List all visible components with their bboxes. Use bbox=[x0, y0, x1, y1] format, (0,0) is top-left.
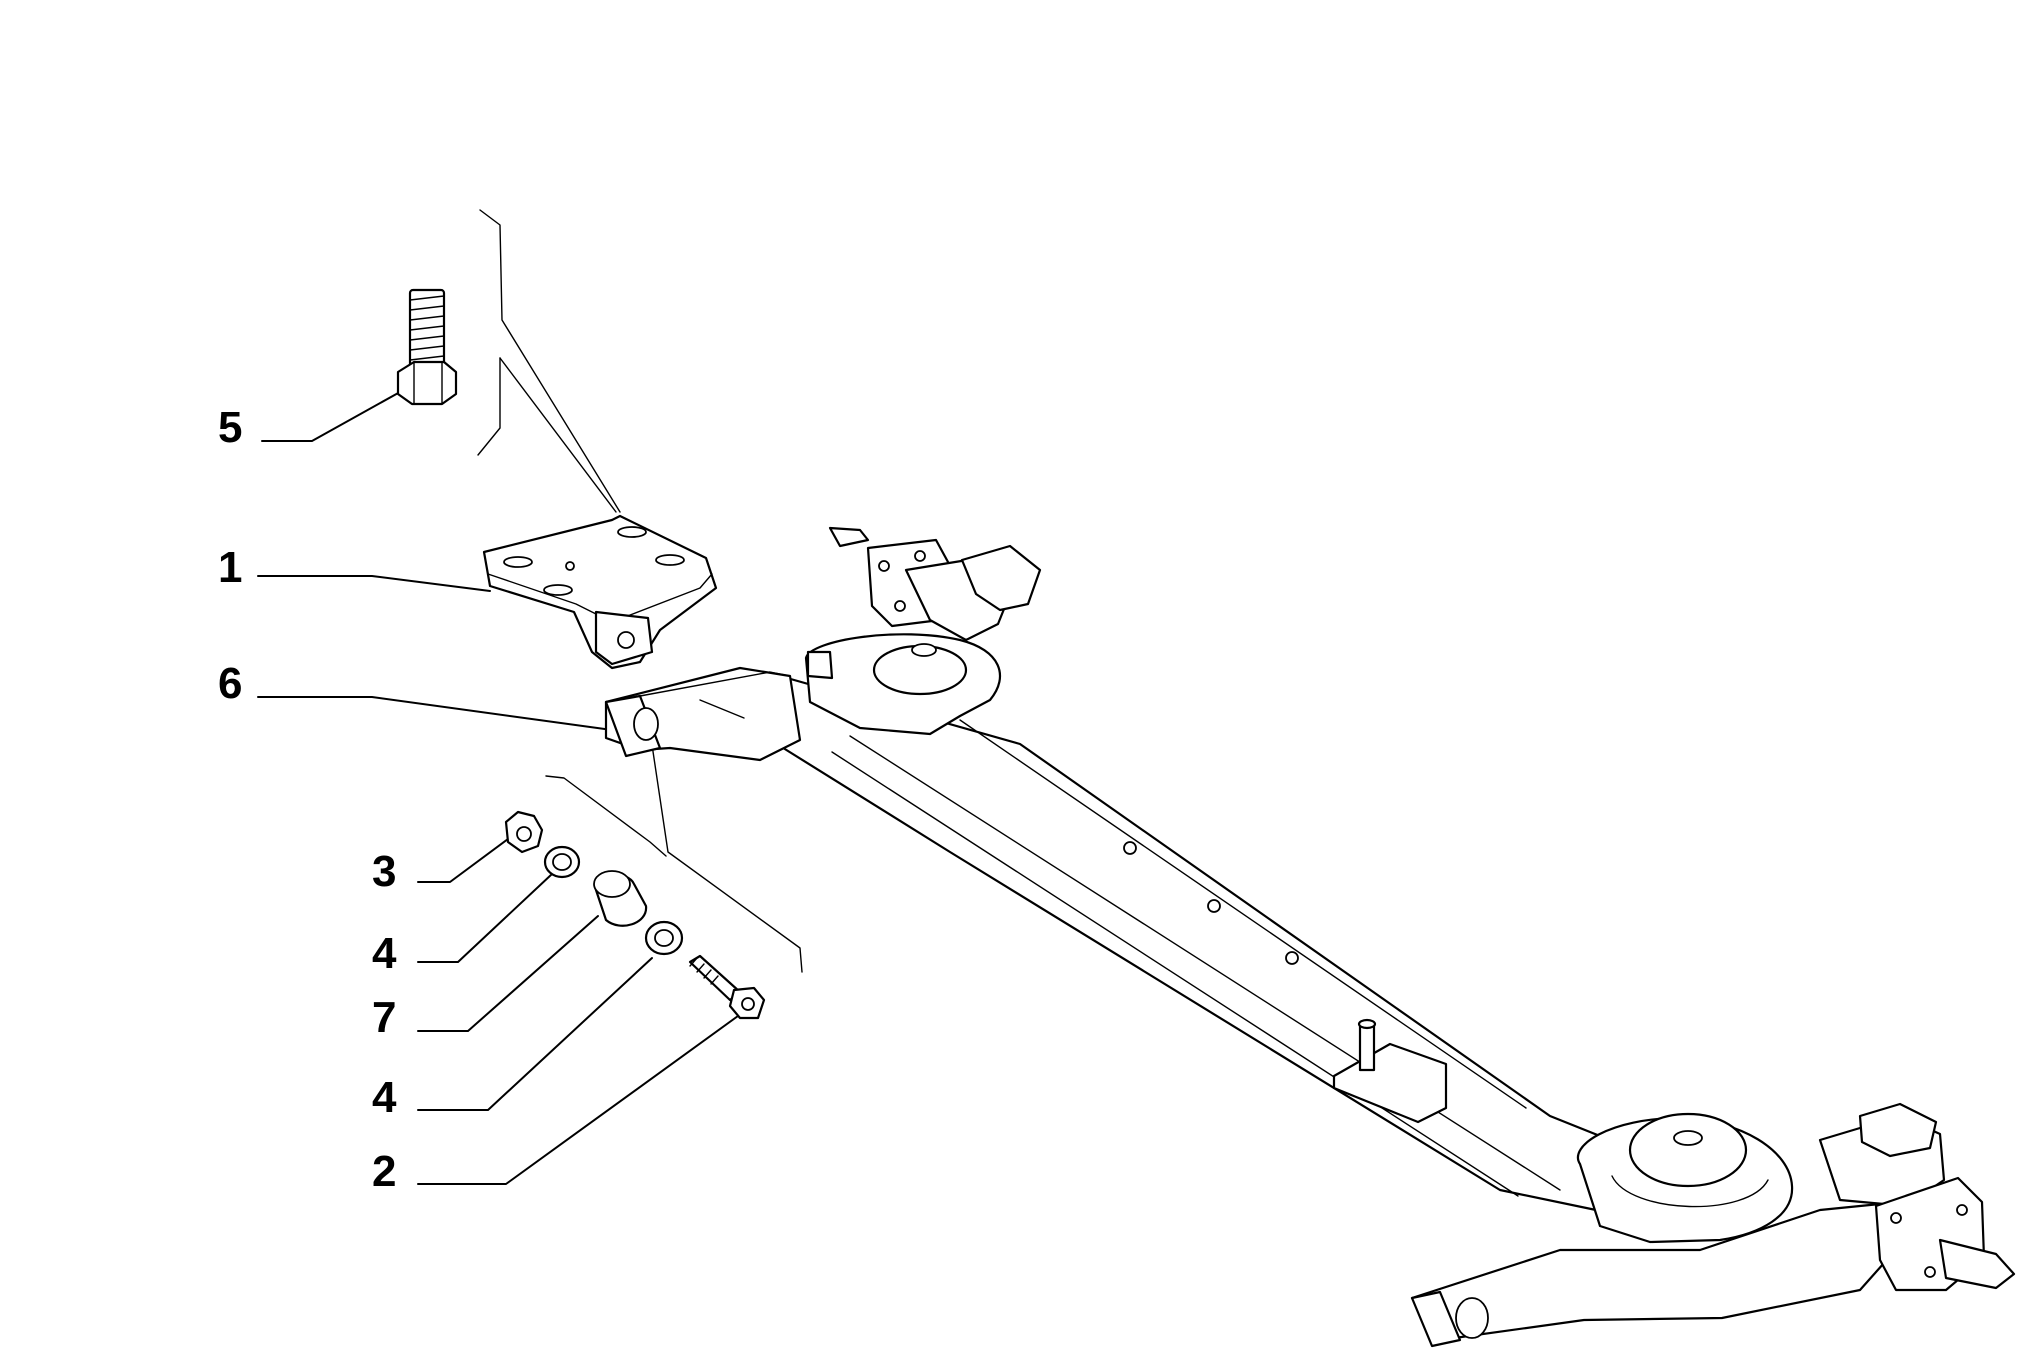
callout-6: 6 bbox=[218, 659, 242, 708]
rear-axle-beam bbox=[778, 674, 1632, 1212]
callout-4-upper: 4 bbox=[372, 929, 397, 978]
callout-2: 2 bbox=[372, 1147, 396, 1196]
leader-2 bbox=[417, 1015, 739, 1185]
hex-bolt-part-5 bbox=[396, 288, 458, 406]
guide-bracket-to-frame bbox=[479, 209, 621, 513]
callout-4-lower: 4 bbox=[372, 1073, 397, 1122]
callout-3: 3 bbox=[372, 847, 396, 896]
guide-bolt-to-bracket bbox=[499, 357, 617, 513]
left-strut-mount bbox=[804, 633, 1002, 736]
center-stud-bracket bbox=[1332, 1018, 1448, 1124]
right-wheel-hub bbox=[1818, 1102, 2016, 1292]
guide-eye-to-fastener bbox=[647, 717, 803, 973]
leader-7 bbox=[417, 915, 599, 1032]
leader-4-lower bbox=[417, 957, 653, 1111]
bushing-part-7 bbox=[593, 870, 648, 927]
leader-lines bbox=[257, 391, 739, 1185]
assembly-guide-lines bbox=[477, 209, 803, 973]
mounting-bracket-part-1 bbox=[482, 514, 718, 670]
bolt-part-2 bbox=[688, 954, 766, 1020]
washer-part-4-lower bbox=[644, 920, 684, 956]
axle-eye-part-6 bbox=[604, 694, 662, 758]
leader-3 bbox=[417, 832, 517, 883]
callout-1: 1 bbox=[218, 543, 242, 592]
fastener-set bbox=[504, 810, 766, 1020]
leader-6 bbox=[257, 696, 613, 731]
guide-fastener-set bbox=[545, 775, 667, 857]
callout-7: 7 bbox=[372, 993, 396, 1042]
nut-part-3 bbox=[504, 810, 544, 854]
washer-part-4-upper bbox=[543, 845, 581, 879]
guide-bolt-hook bbox=[477, 357, 501, 456]
leader-4-upper bbox=[417, 873, 553, 963]
leader-1 bbox=[257, 575, 491, 592]
callout-5: 5 bbox=[218, 403, 242, 452]
leader-5 bbox=[261, 391, 401, 442]
left-wheel-hub bbox=[828, 526, 1042, 642]
right-strut-mount bbox=[1577, 1112, 1794, 1244]
right-trailing-arm bbox=[1410, 1202, 1910, 1348]
left-trailing-arm bbox=[604, 666, 802, 762]
